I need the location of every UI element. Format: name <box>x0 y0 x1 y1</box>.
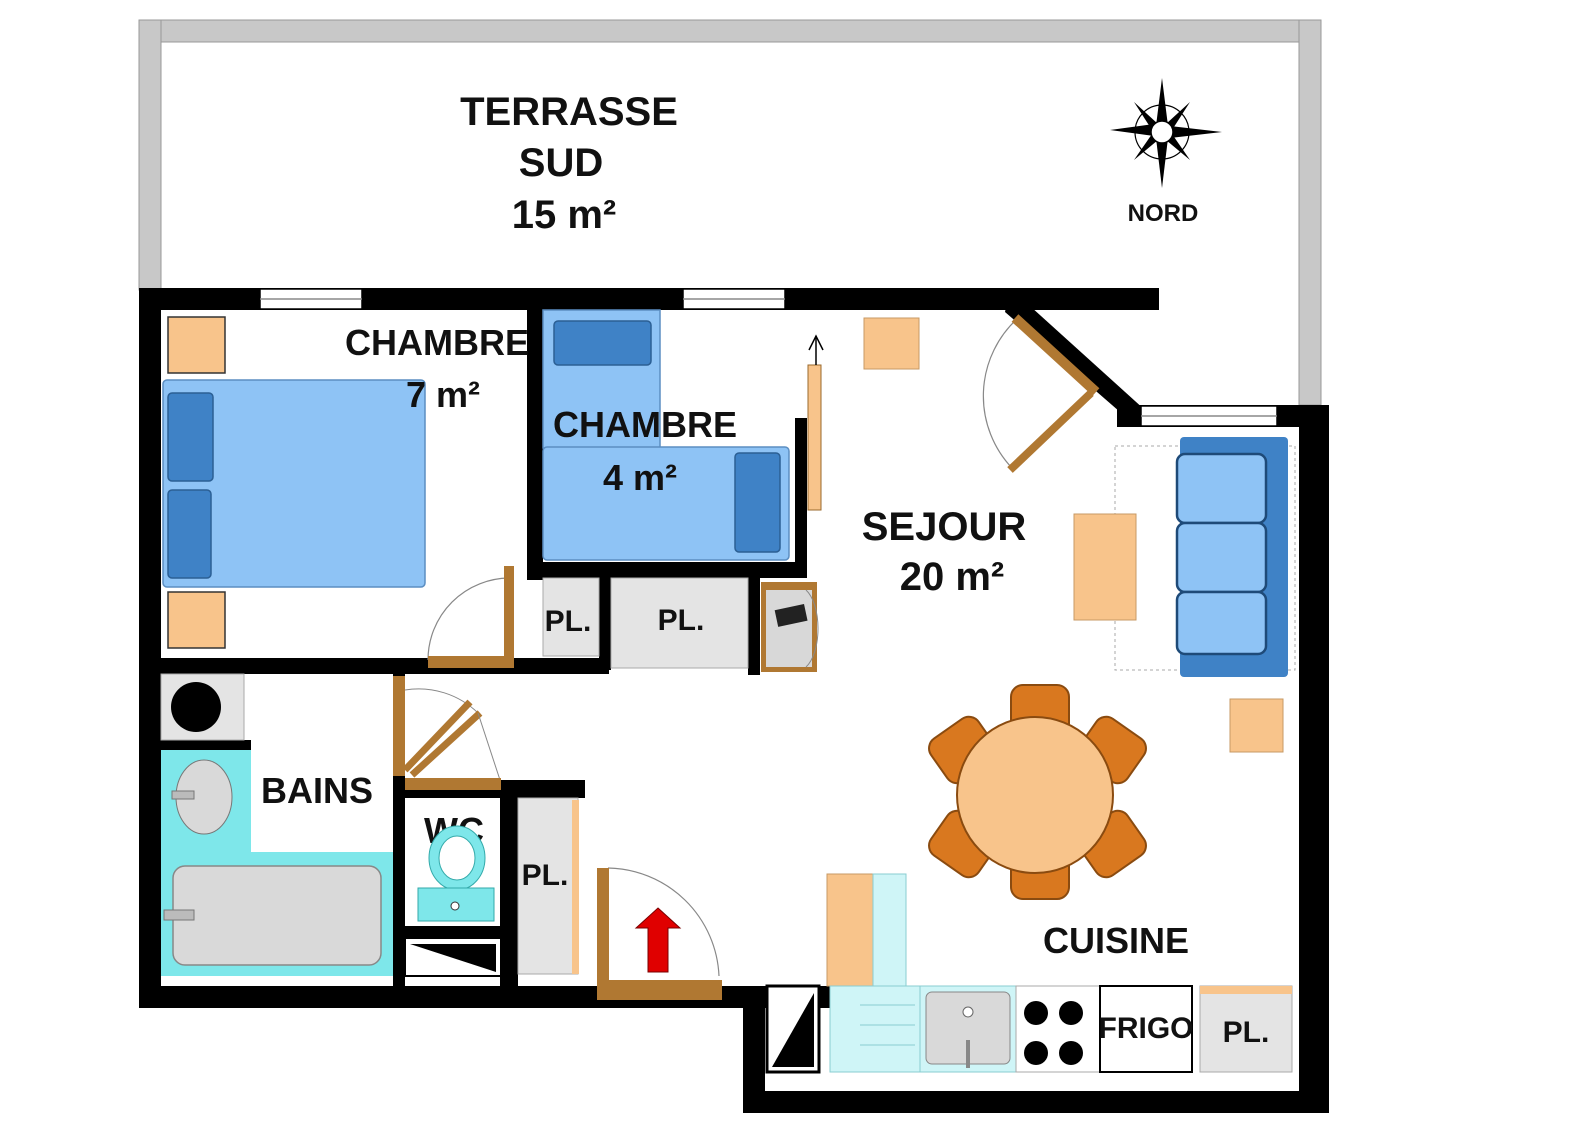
ventilation-duct <box>410 944 496 972</box>
terrace-line1: TERRASSE <box>460 90 678 134</box>
coffee-table <box>1073 513 1137 621</box>
bedroom1-name: CHAMBRE <box>345 322 529 363</box>
pillow <box>553 320 652 366</box>
pillow <box>734 452 781 553</box>
fridge <box>1099 985 1193 1073</box>
sofa-cushion <box>1175 452 1268 525</box>
compass-rose-icon: NORD <box>1110 78 1222 227</box>
single-bed <box>542 446 790 561</box>
closet-label: PL. <box>522 859 569 892</box>
closet-label: PL. <box>545 605 592 638</box>
compass-label: NORD <box>1128 200 1199 227</box>
bathroom: BAINS <box>160 673 501 976</box>
living-room: SEJOUR 20 m² <box>862 314 1296 753</box>
closets-row: PL. PL. <box>542 577 819 672</box>
entrance-door[interactable] <box>597 868 609 986</box>
closet-label: PL. <box>1223 1016 1270 1049</box>
terrace-area: 15 m² <box>512 193 617 237</box>
bedroom1-area: 7 m² <box>406 374 480 415</box>
fridge-label: FRIGO <box>1099 1012 1194 1045</box>
bathroom-door[interactable] <box>393 676 405 776</box>
double-bed <box>162 379 426 588</box>
sofa-cushion <box>1175 590 1268 656</box>
windows <box>259 288 1278 427</box>
bedroom2-name: CHAMBRE <box>553 404 737 445</box>
door-threshold <box>428 656 514 668</box>
terrace-wall <box>138 19 1322 406</box>
terrace-line2: SUD <box>519 141 603 185</box>
nightstand <box>167 591 226 649</box>
table-top <box>956 716 1114 874</box>
balcony-door[interactable] <box>1011 314 1100 396</box>
sofa-cushion <box>1175 521 1268 594</box>
closet <box>610 577 749 669</box>
living-area: 20 m² <box>900 555 1005 599</box>
wc-room: WC <box>404 778 502 977</box>
sliding-door[interactable] <box>807 364 822 511</box>
wc-door[interactable] <box>405 778 501 790</box>
closet <box>1199 985 1293 1073</box>
bath-name: BAINS <box>261 770 373 811</box>
counter <box>829 985 921 1073</box>
side-table <box>863 317 920 370</box>
pillow <box>167 392 214 482</box>
entry: PL. <box>517 797 722 1000</box>
bedroom2-area: 4 m² <box>603 457 677 498</box>
closet-label: PL. <box>658 604 705 637</box>
ventilation-duct <box>772 993 814 1067</box>
closet <box>517 797 579 975</box>
closet <box>542 577 600 657</box>
bedroom-4m2: CHAMBRE 4 m² <box>542 309 824 561</box>
terrace: TERRASSE SUD 15 m² <box>460 90 678 237</box>
kitchen-shelf <box>826 873 874 987</box>
side-table <box>1229 698 1284 753</box>
nightstand <box>167 316 226 374</box>
exterior-walls <box>139 288 1329 1113</box>
entrance-arrow-icon <box>634 907 682 973</box>
bedroom1-door[interactable] <box>504 566 514 658</box>
bedroom-7m2: CHAMBRE 7 m² <box>162 316 529 668</box>
entrance-threshold <box>597 980 722 1000</box>
dining-table <box>928 684 1147 900</box>
pillow <box>167 489 212 579</box>
balcony-door-leaf[interactable] <box>1007 390 1094 473</box>
living-name: SEJOUR <box>862 505 1027 549</box>
kitchen: FRIGO PL. CUISINE <box>765 873 1293 1074</box>
kitchen-name: CUISINE <box>1043 920 1189 961</box>
